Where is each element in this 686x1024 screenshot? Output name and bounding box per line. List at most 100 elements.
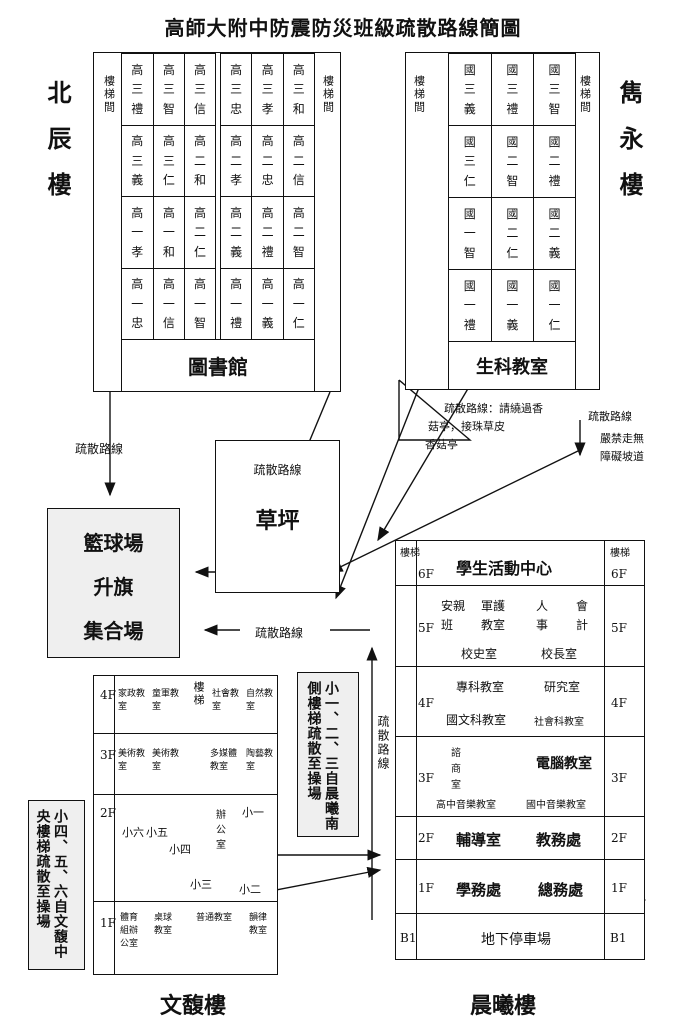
no-ramp-line1: 嚴禁走無 — [600, 432, 644, 445]
parking-lot: 地下停車場 — [481, 932, 551, 948]
floor-2f: 2F — [100, 806, 116, 820]
classroom: 高三孝 — [251, 53, 283, 125]
classroom-char: 國 — [506, 134, 519, 149]
arrow — [328, 449, 581, 573]
classroom: 高一智 — [184, 267, 216, 339]
classroom-char: 高 — [131, 205, 144, 220]
classroom-char: 三 — [506, 82, 519, 97]
route-label-mid: 疏散路線 — [255, 626, 304, 640]
route-label-right: 疏散路線 — [588, 410, 632, 423]
classroom-char: 仁 — [162, 173, 175, 188]
classroom-char: 高 — [131, 134, 144, 149]
floor-4f: 4F — [611, 696, 627, 710]
classroom-char: 一 — [131, 225, 144, 240]
classroom-char: 二 — [193, 153, 206, 168]
classroom-char: 孝 — [261, 101, 274, 116]
classroom: 國一義 — [490, 269, 534, 341]
classroom-char: 三 — [193, 82, 206, 97]
classroom-char: 孝 — [230, 173, 243, 188]
room: 家政教室 — [118, 689, 146, 712]
room: 校長室 — [541, 647, 578, 661]
classroom-char: 高 — [193, 205, 206, 220]
classroom-char: 高 — [292, 134, 305, 149]
stairs-label: 樓梯間 — [102, 74, 116, 114]
court-line2: 升旗 — [93, 575, 134, 599]
classroom-char: 仁 — [292, 316, 305, 331]
court-line3: 集合場 — [83, 619, 144, 643]
room: 電腦教室 — [536, 756, 592, 772]
classroom-char: 二 — [506, 226, 519, 241]
classroom-char: 國 — [463, 62, 476, 77]
classroom: 高三智 — [152, 53, 185, 125]
classroom-char: 智 — [548, 102, 561, 117]
classroom: 高一忠 — [121, 267, 153, 339]
classroom: 高一仁 — [283, 267, 315, 339]
floor-2f: 2F — [418, 831, 434, 845]
classroom-char: 高 — [193, 277, 206, 292]
classroom-char: 仁 — [463, 174, 476, 189]
classroom-char: 一 — [162, 296, 175, 311]
bio-classroom: 生科教室 — [448, 341, 576, 389]
floor-b1: B1 — [400, 931, 417, 945]
xianggu-shape — [398, 379, 472, 441]
lawn-name: 草坪 — [255, 508, 300, 534]
floor-3f: 3F — [100, 748, 116, 762]
building-wenfu-label: 文馥樓 — [160, 993, 227, 1019]
classroom-char: 禮 — [261, 244, 274, 259]
classroom-char: 義 — [548, 246, 561, 261]
xianggu-label: 香菇亭 — [425, 438, 458, 451]
classroom: 國一智 — [448, 197, 491, 269]
classroom-char: 高 — [162, 277, 175, 292]
classroom-char: 二 — [292, 225, 305, 240]
classroom-char: 二 — [506, 154, 519, 169]
classroom-char: 三 — [230, 82, 243, 97]
room: 童軍教室 — [152, 689, 180, 712]
classroom-char: 一 — [292, 296, 305, 311]
classroom: 國三仁 — [448, 125, 491, 197]
classroom-char: 國 — [506, 278, 519, 293]
floor-5f: 5F — [611, 621, 627, 635]
building-juanyong-label: 雋永樓 — [615, 80, 644, 218]
classroom-char: 高 — [162, 62, 175, 77]
floor-1f: 1F — [611, 881, 627, 895]
classroom: 高一禮 — [219, 267, 252, 339]
classroom-char: 和 — [292, 101, 305, 116]
route-label-vertical: 疏散路線 — [376, 715, 390, 771]
classroom-char: 一 — [463, 298, 476, 313]
classroom-char: 二 — [261, 153, 274, 168]
building-chenxi-label: 晨曦樓 — [470, 993, 537, 1019]
classroom: 國二義 — [533, 197, 576, 269]
classroom-char: 禮 — [131, 101, 144, 116]
classroom-char: 一 — [162, 225, 175, 240]
classroom: 國三義 — [448, 53, 491, 125]
classroom: 高二禮 — [251, 196, 283, 268]
stairs-label: 樓梯 — [610, 548, 630, 559]
stairs-label: 樓梯 — [400, 548, 420, 559]
classroom: 高一和 — [152, 196, 185, 268]
building-beichen-label: 北辰樓 — [43, 80, 72, 218]
stairs-label: 樓梯間 — [578, 74, 592, 114]
route-note-line2: 菇亭，接珠草皮 — [428, 420, 505, 433]
floor-3f: 3F — [611, 771, 627, 785]
classroom-char: 高 — [193, 62, 206, 77]
classroom-char: 孝 — [131, 244, 144, 259]
classroom-char: 高 — [292, 62, 305, 77]
room: 校史室 — [461, 647, 498, 661]
classroom-char: 高 — [261, 134, 274, 149]
classroom-char: 國 — [463, 206, 476, 221]
room: 社會科教室 — [534, 717, 584, 728]
classroom-char: 國 — [463, 134, 476, 149]
classroom: 高二忠 — [251, 124, 283, 196]
no-ramp-line2: 障礙坡道 — [600, 450, 644, 463]
classroom-char: 高 — [162, 134, 175, 149]
floor-1f: 1F — [100, 916, 116, 930]
classroom-char: 智 — [193, 316, 206, 331]
student-center: 學生活動中心 — [456, 559, 553, 578]
south-note-text: 小一、二、三自晨曦南側樓梯疏散至操場 — [305, 681, 340, 831]
classroom-char: 高 — [230, 277, 243, 292]
classroom: 國一禮 — [448, 269, 491, 341]
classroom-char: 智 — [506, 174, 519, 189]
classroom-char: 義 — [506, 318, 519, 333]
classroom-char: 一 — [261, 296, 274, 311]
room: 體育組辦公室 — [120, 913, 139, 949]
